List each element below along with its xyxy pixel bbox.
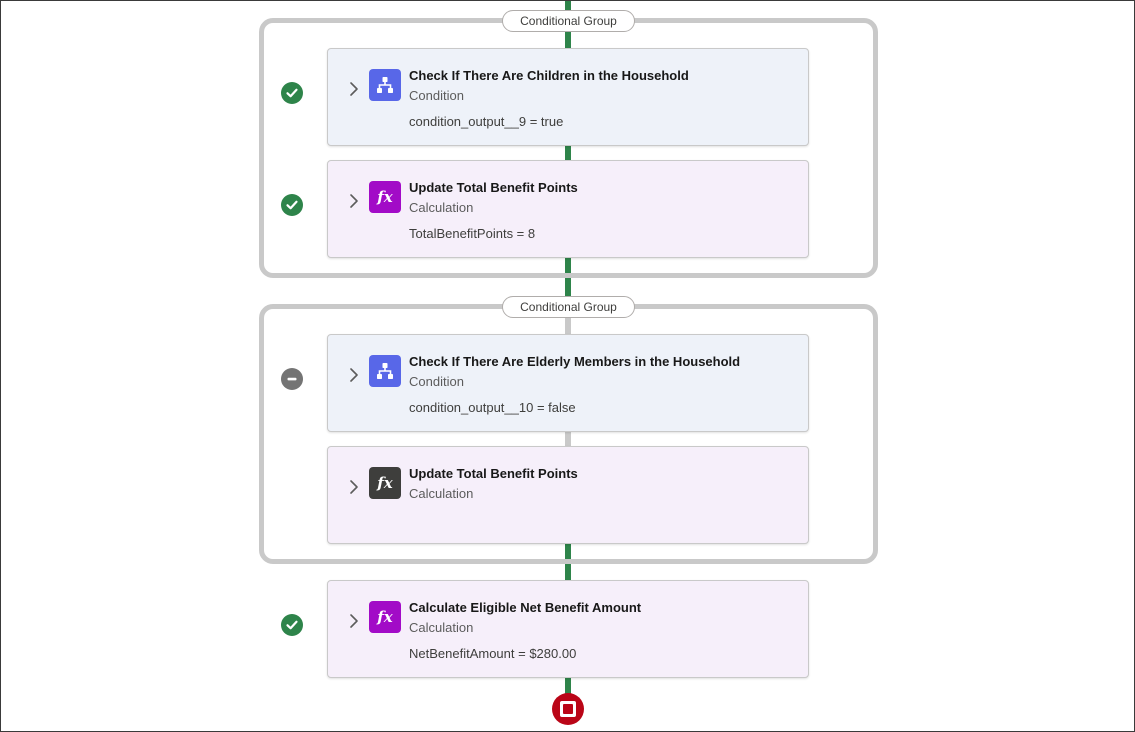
- fx-icon: fx: [369, 181, 401, 213]
- chevron-right-icon[interactable]: [346, 79, 362, 99]
- step-type: Condition: [409, 88, 464, 103]
- chevron-right-icon[interactable]: [346, 611, 362, 631]
- flow-connector: [565, 431, 571, 447]
- step-output: NetBenefitAmount = $280.00: [409, 646, 577, 661]
- branch-icon: [369, 69, 401, 101]
- fx-glyph: fx: [377, 608, 393, 626]
- step-title: Check If There Are Children in the House…: [409, 68, 689, 83]
- fx-glyph: fx: [377, 188, 393, 206]
- step-title: Check If There Are Elderly Members in th…: [409, 354, 741, 369]
- chevron-right-icon[interactable]: [346, 477, 362, 497]
- conditional-group-label: Conditional Group: [502, 296, 635, 318]
- step-card[interactable]: Check If There Are Children in the House…: [327, 48, 809, 146]
- fx-icon: fx: [369, 467, 401, 499]
- check-circle-icon: [281, 194, 303, 216]
- step-card[interactable]: Check If There Are Elderly Members in th…: [327, 334, 809, 432]
- check-circle-icon: [281, 82, 303, 104]
- flow-connector: [565, 257, 571, 307]
- step-output: condition_output__10 = false: [409, 400, 576, 415]
- step-card[interactable]: fx Update Total Benefit Points Calculati…: [327, 160, 809, 258]
- step-title: Update Total Benefit Points: [409, 466, 578, 481]
- step-title: Calculate Eligible Net Benefit Amount: [409, 600, 642, 615]
- stop-icon[interactable]: [552, 693, 584, 725]
- step-type: Condition: [409, 374, 464, 389]
- step-type: Calculation: [409, 486, 474, 501]
- step-output: TotalBenefitPoints = 8: [409, 226, 536, 241]
- branch-icon: [369, 355, 401, 387]
- fx-glyph: fx: [377, 474, 393, 492]
- chevron-right-icon[interactable]: [346, 365, 362, 385]
- flow-connector: [565, 677, 571, 697]
- step-title: Update Total Benefit Points: [409, 180, 578, 195]
- step-type: Calculation: [409, 200, 474, 215]
- check-circle-icon: [281, 614, 303, 636]
- step-card[interactable]: fx Calculate Eligible Net Benefit Amount…: [327, 580, 809, 678]
- conditional-group-label: Conditional Group: [502, 10, 635, 32]
- flow-connector: [565, 307, 571, 335]
- fx-icon: fx: [369, 601, 401, 633]
- flow-connector: [565, 145, 571, 161]
- step-card[interactable]: fx Update Total Benefit Points Calculati…: [327, 446, 809, 544]
- step-output: condition_output__9 = true: [409, 114, 564, 129]
- minus-circle-icon: [281, 368, 303, 390]
- step-type: Calculation: [409, 620, 474, 635]
- chevron-right-icon[interactable]: [346, 191, 362, 211]
